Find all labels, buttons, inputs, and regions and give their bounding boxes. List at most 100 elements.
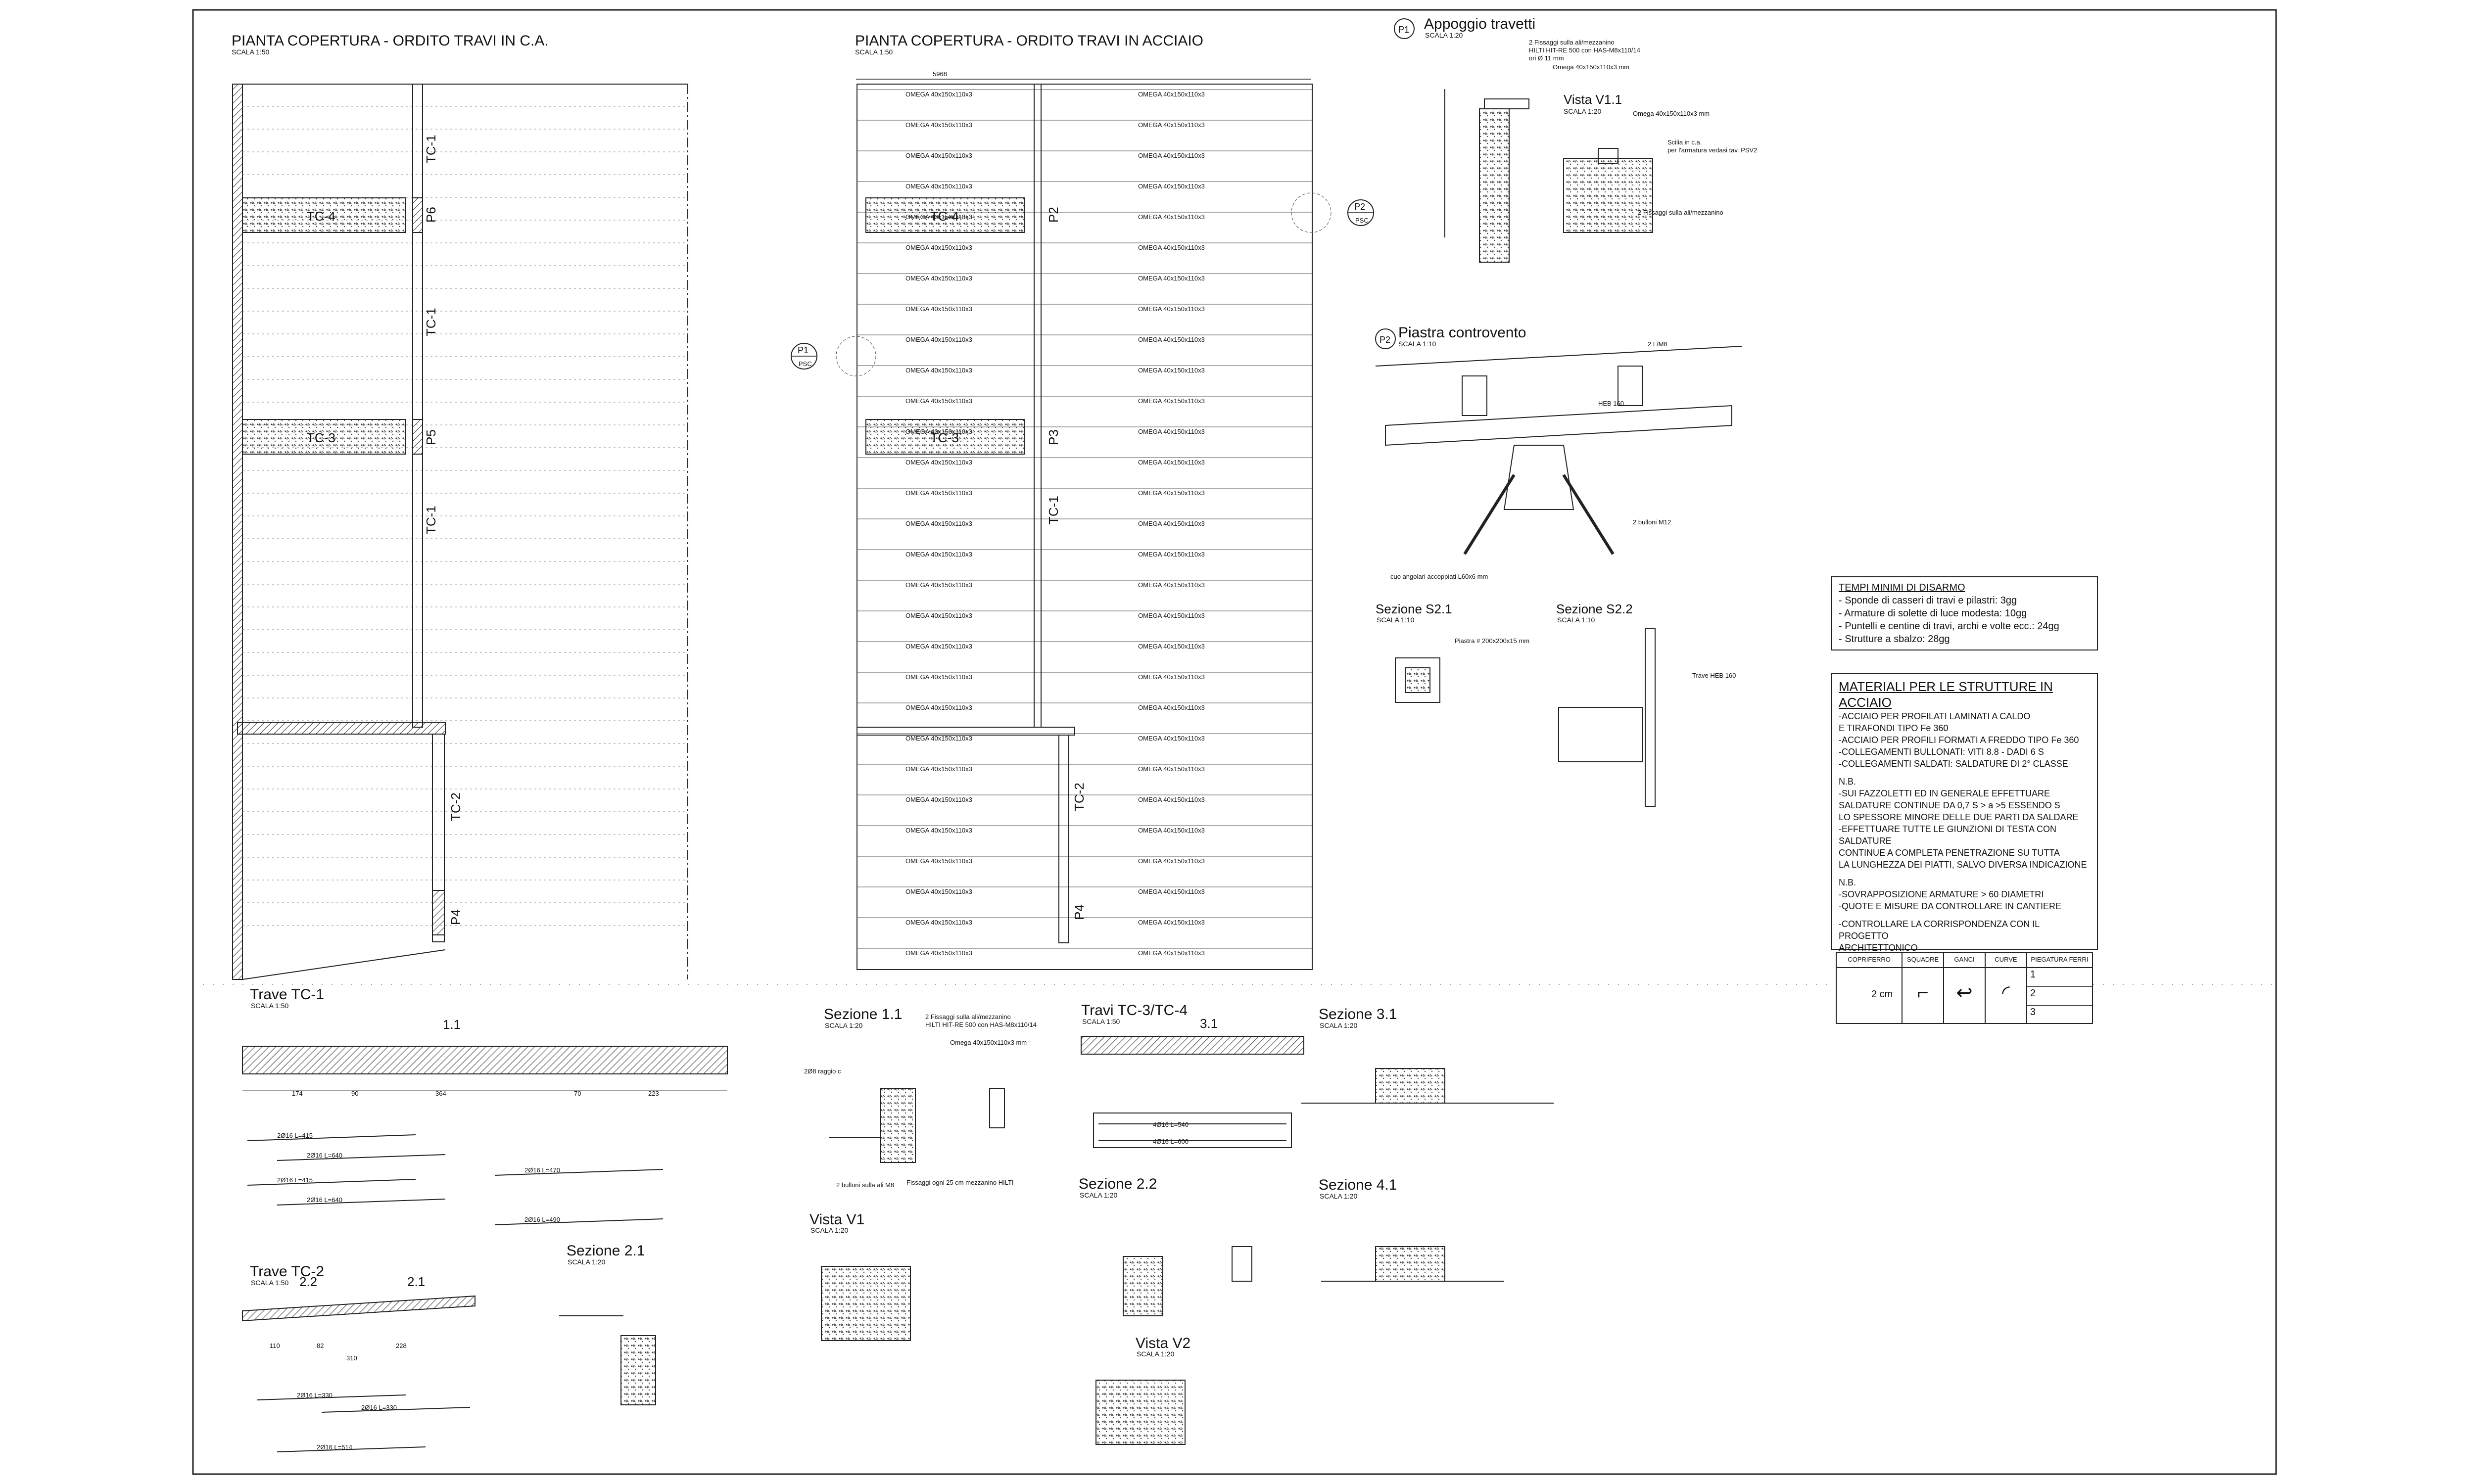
omega-label: OMEGA 40x150x110x3 bbox=[905, 152, 972, 159]
ca-label-tc1c: TC-1 bbox=[424, 506, 438, 534]
v1-section bbox=[821, 1266, 911, 1341]
s11-scale: SCALA 1:20 bbox=[825, 1021, 862, 1029]
omega-label: OMEGA 40x150x110x3 bbox=[905, 919, 972, 926]
steel-beam-bottom bbox=[856, 727, 1075, 736]
detail-p2-note1: 2 L/M8 bbox=[1648, 340, 1667, 348]
steel-label-tc3: TC-3 bbox=[930, 430, 959, 445]
tc2-dim: 82 bbox=[317, 1342, 324, 1349]
omega-label: OMEGA 40x150x110x3 bbox=[1138, 459, 1205, 466]
materiali-lines: -ACCIAIO PER PROFILATI LAMINATI A CALDO … bbox=[1839, 710, 2090, 954]
legend-h-curve: CURVE bbox=[1986, 953, 2027, 967]
ca-label-tc2: TC-2 bbox=[448, 792, 463, 821]
detail-p2-brace-right bbox=[1562, 474, 1615, 555]
materiali-line bbox=[1839, 871, 2090, 877]
detail-p1-note2: HILTI HIT-RE 500 con HAS-M8x110/14 bbox=[1529, 46, 1640, 54]
omega-label: OMEGA 40x150x110x3 bbox=[1138, 213, 1205, 221]
detail-p2-heb bbox=[1385, 405, 1732, 446]
ca-beam-bottom bbox=[237, 722, 446, 735]
omega-label: OMEGA 40x150x110x3 bbox=[1138, 673, 1205, 681]
legend-curve-cell: ◜ bbox=[1986, 968, 2027, 1023]
omega-label: OMEGA 40x150x110x3 bbox=[905, 888, 972, 895]
sezione-11: Sezione 1.1 SCALA 1:20 2 Fissaggi sulla … bbox=[804, 1006, 1037, 1189]
detail-p1: P1 Appoggio travetti SCALA 1:20 2 Fissag… bbox=[1394, 16, 1640, 263]
tc1-rebar-label: 2Ø16 L=490 bbox=[524, 1216, 560, 1223]
ca-pillar-p5 bbox=[412, 419, 423, 455]
s22b-section bbox=[1123, 1256, 1163, 1316]
ca-beam-tc4 bbox=[242, 197, 406, 233]
materiali-line: -ACCIAIO PER PROFILI FORMATI A FREDDO TI… bbox=[1839, 735, 2079, 745]
tc34-elevation bbox=[1081, 1036, 1304, 1055]
travi-tc34: Travi TC-3/TC-4 SCALA 1:50 3.1 4Ø16 L=54… bbox=[1081, 1002, 1304, 1148]
materiali-line: -SOVRAPPOSIZIONE ARMATURE > 60 DIAMETRI bbox=[1839, 889, 2044, 899]
omega-label: OMEGA 40x150x110x3 bbox=[905, 459, 972, 466]
detail-p2-note2: 2 bulloni M12 bbox=[1633, 518, 1671, 526]
omega-label: OMEGA 40x150x110x3 bbox=[1138, 765, 1205, 773]
tempi-title: TEMPI MINIMI DI DISARMO bbox=[1839, 582, 1965, 593]
detail-s22-title: Sezione S2.2 bbox=[1556, 602, 1633, 616]
legend-h-piegatura: PIEGATURA FERRI bbox=[2031, 956, 2089, 963]
materiali-line: ARCHITETTONICO bbox=[1839, 943, 1918, 953]
materiali-line: -EFFETTUARE TUTTE LE GIUNZIONI DI TESTA … bbox=[1839, 824, 2057, 846]
omega-label: OMEGA 40x150x110x3 bbox=[1138, 919, 1205, 926]
omega-label: OMEGA 40x150x110x3 bbox=[905, 612, 972, 619]
ca-label-p6: P6 bbox=[424, 207, 438, 223]
steel-label-tc2: TC-2 bbox=[1072, 783, 1087, 811]
callout-p1-ring bbox=[836, 336, 876, 376]
s22b-scale: SCALA 1:20 bbox=[1080, 1191, 1117, 1199]
v2-title: Vista V2 bbox=[1136, 1335, 1190, 1351]
s41-title: Sezione 4.1 bbox=[1319, 1177, 1397, 1193]
legend-cover-cell: 2 cm bbox=[1837, 968, 1903, 1023]
omega-label: OMEGA 40x150x110x3 bbox=[905, 551, 972, 558]
tc2-elevation bbox=[242, 1295, 476, 1322]
detail-p2-cleat-left bbox=[1462, 375, 1487, 416]
steel-label-tc4: TC-4 bbox=[930, 209, 959, 224]
detail-s21-plate bbox=[1395, 657, 1440, 703]
steel-plan-scale: SCALA 1:50 bbox=[855, 48, 893, 56]
tempi-line-1: - Sponde di casseri di travi e pilastri:… bbox=[1839, 595, 2017, 606]
legend-row-3: 3 bbox=[2030, 1007, 2036, 1018]
sheet-frame bbox=[192, 9, 2277, 1475]
omega-label: OMEGA 40x150x110x3 bbox=[1138, 121, 1205, 129]
tc34-rebar-label: 4Ø16 L=600 bbox=[1153, 1138, 1189, 1145]
s21b-section bbox=[620, 1335, 656, 1405]
omega-label: OMEGA 40x150x110x3 bbox=[1138, 336, 1205, 343]
omega-label: OMEGA 40x150x110x3 bbox=[1138, 305, 1205, 313]
legend-h-cover: COPRIFERRO bbox=[1837, 953, 1903, 967]
tc1-dim: 70 bbox=[574, 1090, 581, 1097]
materiali-line: CONTINUE A COMPLETA PENETRAZIONE SU TUTT… bbox=[1839, 848, 2060, 858]
tempi-disarmo-panel: TEMPI MINIMI DI DISARMO - Sponde di cass… bbox=[1831, 576, 2098, 650]
ca-left-wall bbox=[232, 84, 243, 980]
ca-plan-scale: SCALA 1:50 bbox=[232, 48, 269, 56]
legend-row-2: 2 bbox=[2027, 987, 2092, 1006]
tempi-line-2: - Armature di solette di luce modesta: 1… bbox=[1839, 608, 2027, 619]
steel-label-p3: P3 bbox=[1046, 429, 1061, 445]
omega-label: OMEGA 40x150x110x3 bbox=[905, 827, 972, 834]
v1-scale: SCALA 1:20 bbox=[810, 1226, 848, 1234]
omega-label: OMEGA 40x150x110x3 bbox=[1138, 827, 1205, 834]
tc1-rebar-label: 2Ø16 L=415 bbox=[277, 1132, 313, 1139]
steel-beam-tc3 bbox=[865, 419, 1025, 455]
s11-note4: 2Ø8 raggio c bbox=[804, 1067, 841, 1075]
callout-p2-sub: PSC bbox=[1355, 217, 1369, 224]
tc2-rebar-label: 2Ø16 L=514 bbox=[317, 1443, 352, 1451]
omega-label: OMEGA 40x150x110x3 bbox=[1138, 489, 1205, 497]
materiali-line: -SUI FAZZOLETTI ED IN GENERALE EFFETTUAR… bbox=[1839, 788, 2050, 798]
detail-p1-note1: 2 Fissaggi sulla ali/mezzanino bbox=[1529, 39, 1615, 46]
omega-label: OMEGA 40x150x110x3 bbox=[905, 367, 972, 374]
sezione-21: Sezione 2.1 SCALA 1:20 bbox=[559, 1243, 656, 1405]
tc1-rebar-label: 2Ø16 L=415 bbox=[277, 1176, 313, 1184]
detail-s22: Sezione S2.2 SCALA 1:10 Trave HEB 160 bbox=[1556, 602, 1736, 807]
materiali-line: LA LUNGHEZZA DEI PIATTI, SALVO DIVERSA I… bbox=[1839, 860, 2087, 870]
tc1-rebar bbox=[277, 1154, 446, 1161]
tc1-dim: 174 bbox=[292, 1090, 303, 1097]
ca-label-p5: P5 bbox=[424, 429, 438, 445]
detail-p2-num: P2 bbox=[1380, 335, 1390, 345]
s31-section bbox=[1375, 1068, 1445, 1104]
detail-v11-omega bbox=[1598, 148, 1618, 164]
